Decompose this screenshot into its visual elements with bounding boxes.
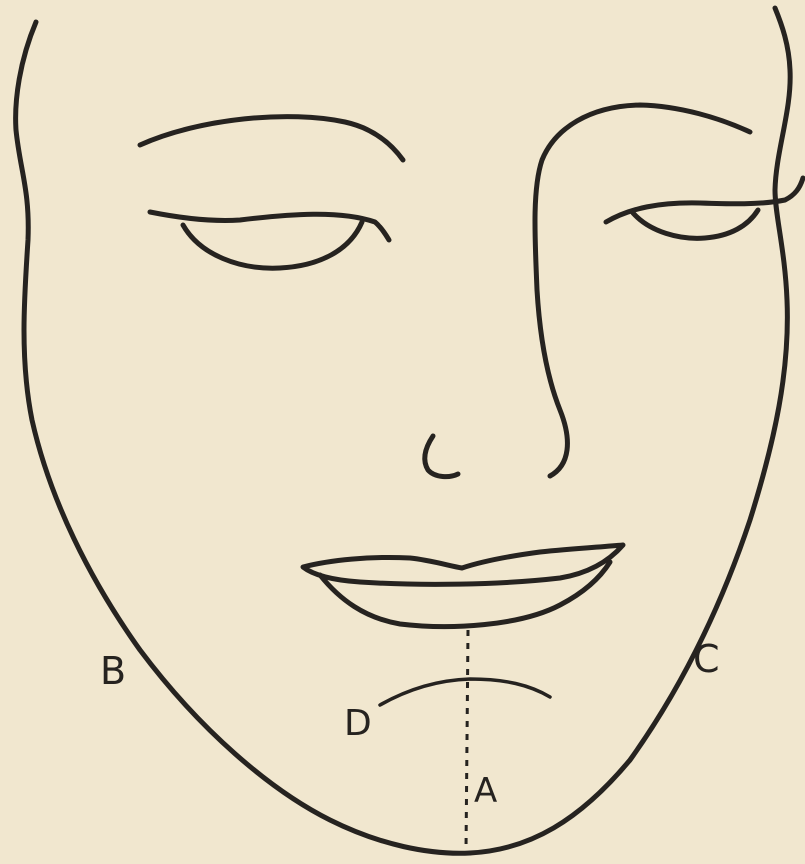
label-c: C <box>693 640 720 678</box>
label-b: B <box>100 652 126 690</box>
label-d: D <box>344 706 372 742</box>
upper-lip <box>303 545 623 584</box>
nostril <box>425 436 458 477</box>
right-eye <box>633 210 758 238</box>
left-eye <box>183 222 362 268</box>
left-eyebrow <box>140 117 403 160</box>
face-outline-left <box>16 22 470 853</box>
lower-lip <box>320 562 610 627</box>
label-a: A <box>474 774 497 808</box>
face-outline-right <box>470 8 790 853</box>
dashed-line-a <box>466 630 468 850</box>
chin-curve-d <box>380 679 550 705</box>
right-eyebrow-nose-line <box>535 105 750 476</box>
